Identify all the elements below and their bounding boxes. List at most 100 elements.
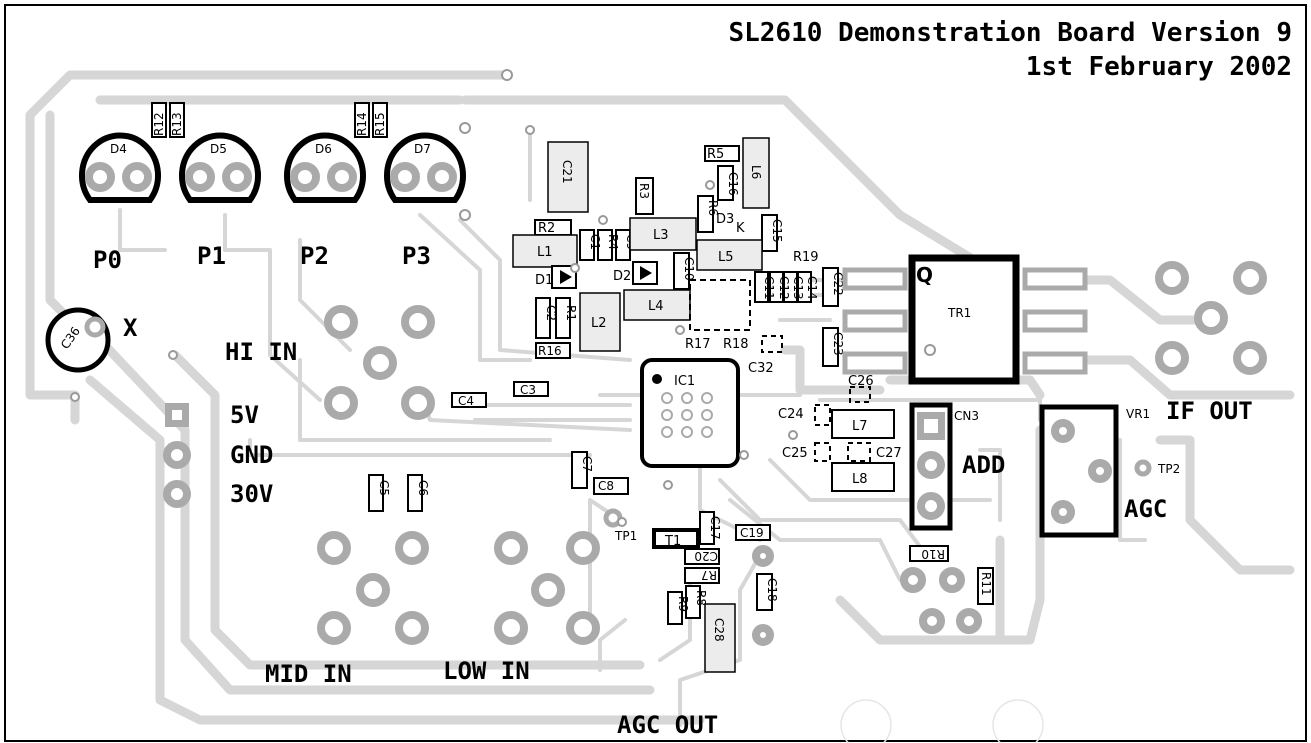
svg-text:R17: R17: [685, 337, 711, 352]
vias: [70, 69, 798, 527]
capacitor-c36: C36: [45, 307, 111, 373]
svg-text:D2: D2: [613, 269, 631, 284]
svg-text:L5: L5: [718, 250, 734, 265]
svg-text:R7: R7: [701, 568, 717, 582]
label-p1: P1: [197, 242, 226, 270]
traces: [25, 70, 1295, 727]
svg-text:C18: C18: [765, 578, 779, 602]
svg-text:R4: R4: [606, 234, 620, 250]
label-p2: P2: [300, 242, 329, 270]
svg-text:C21: C21: [560, 160, 574, 184]
label-mid-in: MID IN: [265, 660, 352, 688]
capacitor-c7: C7: [571, 451, 594, 489]
label-hi-in: HI IN: [225, 338, 297, 366]
testpoint-tp2: TP2: [1134, 459, 1180, 477]
svg-text:L4: L4: [648, 299, 664, 314]
resistors-c2-r1-r16: C2 R1 R16: [535, 297, 578, 359]
connector-low-in: [494, 531, 600, 645]
svg-text:R3: R3: [637, 183, 651, 199]
svg-text:C20: C20: [694, 549, 718, 563]
svg-text:R12: R12: [152, 112, 166, 136]
capacitor-c22: C22: [822, 267, 845, 307]
svg-text:R18: R18: [723, 337, 749, 352]
inductor-l7: L7: [831, 409, 895, 439]
svg-text:TP2: TP2: [1157, 462, 1180, 476]
svg-text:C12: C12: [777, 276, 791, 300]
svg-text:R5: R5: [707, 147, 724, 162]
svg-text:VR1: VR1: [1126, 407, 1150, 421]
capacitor-c24: C24: [778, 404, 831, 426]
capacitor-c32: C32: [748, 335, 783, 376]
connector-if-out: [1155, 261, 1267, 375]
svg-text:TP1: TP1: [614, 529, 637, 543]
label-gnd: GND: [230, 441, 273, 469]
header-cn3: CN3: [909, 402, 979, 531]
label-p3: P3: [402, 242, 431, 270]
x-mark: X: [123, 314, 138, 342]
svg-text:C3: C3: [520, 383, 536, 397]
svg-text:D1: D1: [535, 273, 553, 288]
svg-text:C23: C23: [831, 332, 845, 356]
svg-text:C19: C19: [740, 526, 764, 540]
diode-d3-label: D3: [716, 212, 734, 227]
inductor-l4: L4: [623, 289, 691, 321]
svg-text:R11: R11: [979, 572, 993, 596]
ic1-chip: IC1: [640, 358, 740, 468]
svg-text:L2: L2: [591, 316, 607, 331]
label-p0: P0: [93, 246, 122, 274]
trimmer-vr1: VR1: [1039, 404, 1150, 538]
svg-text:C7: C7: [580, 456, 594, 472]
inductor-l3: L3: [629, 217, 697, 251]
connector-hi-in: [324, 305, 435, 420]
resistor-r6: R6: [697, 195, 720, 233]
resistors-r12-r15: R12 R13 R14 R15: [151, 102, 388, 138]
cluster-r17-r18: R17 R18: [685, 279, 751, 352]
svg-text:C32: C32: [748, 361, 774, 376]
svg-text:C11: C11: [762, 276, 776, 300]
power-header: [163, 403, 191, 508]
diode-d2: D2: [613, 261, 658, 285]
svg-text:C13: C13: [791, 276, 805, 300]
mounting-hole-outline: [992, 699, 1044, 743]
svg-text:L1: L1: [537, 245, 553, 260]
svg-text:R6: R6: [706, 200, 720, 216]
capacitor-c25: C25: [782, 442, 831, 462]
capacitor-c26: C26: [848, 374, 874, 403]
svg-text:L3: L3: [653, 228, 669, 243]
svg-text:D4: D4: [110, 142, 127, 156]
label-if-out: IF OUT: [1166, 397, 1253, 425]
svg-text:R14: R14: [355, 112, 369, 136]
diode-d3-k: K: [736, 221, 745, 236]
led-d7: D7: [384, 132, 466, 203]
svg-text:C24: C24: [778, 407, 804, 422]
svg-text:D7: D7: [414, 142, 431, 156]
led-d6: D6: [284, 132, 366, 203]
resistor-r5: R5: [704, 145, 740, 162]
svg-text:L8: L8: [852, 472, 868, 487]
svg-text:R2: R2: [538, 221, 555, 236]
capacitor-c23: C23: [822, 327, 845, 367]
svg-text:D5: D5: [210, 142, 227, 156]
led-d5: D5: [179, 132, 261, 203]
svg-text:C10: C10: [682, 257, 696, 281]
resistors-r10-r11: R10 R11: [900, 545, 994, 634]
label-low-in: LOW IN: [443, 657, 530, 685]
svg-text:C5: C5: [377, 480, 391, 496]
capacitor-c27: C27: [847, 442, 902, 462]
board-title: SL2610 Demonstration Board Version 9: [728, 18, 1292, 48]
transformer-tr1: Q TR1: [842, 254, 1088, 385]
resistor-r19-label: R19: [793, 250, 819, 265]
testpoint-tp1: TP1: [603, 508, 637, 543]
svg-text:R1: R1: [564, 305, 578, 321]
inductor-l1: R2 L1: [512, 219, 578, 268]
capacitor-c8: C8: [593, 477, 629, 495]
svg-text:L6: L6: [749, 165, 763, 179]
led-d4: D4: [79, 132, 161, 203]
svg-text:R8: R8: [694, 590, 708, 606]
svg-text:L7: L7: [852, 419, 868, 434]
svg-text:C26: C26: [848, 374, 874, 389]
svg-text:C17: C17: [708, 516, 722, 540]
inductor-l5: L5: [696, 239, 763, 271]
svg-text:T1: T1: [664, 534, 681, 549]
svg-text:C28: C28: [712, 618, 726, 642]
